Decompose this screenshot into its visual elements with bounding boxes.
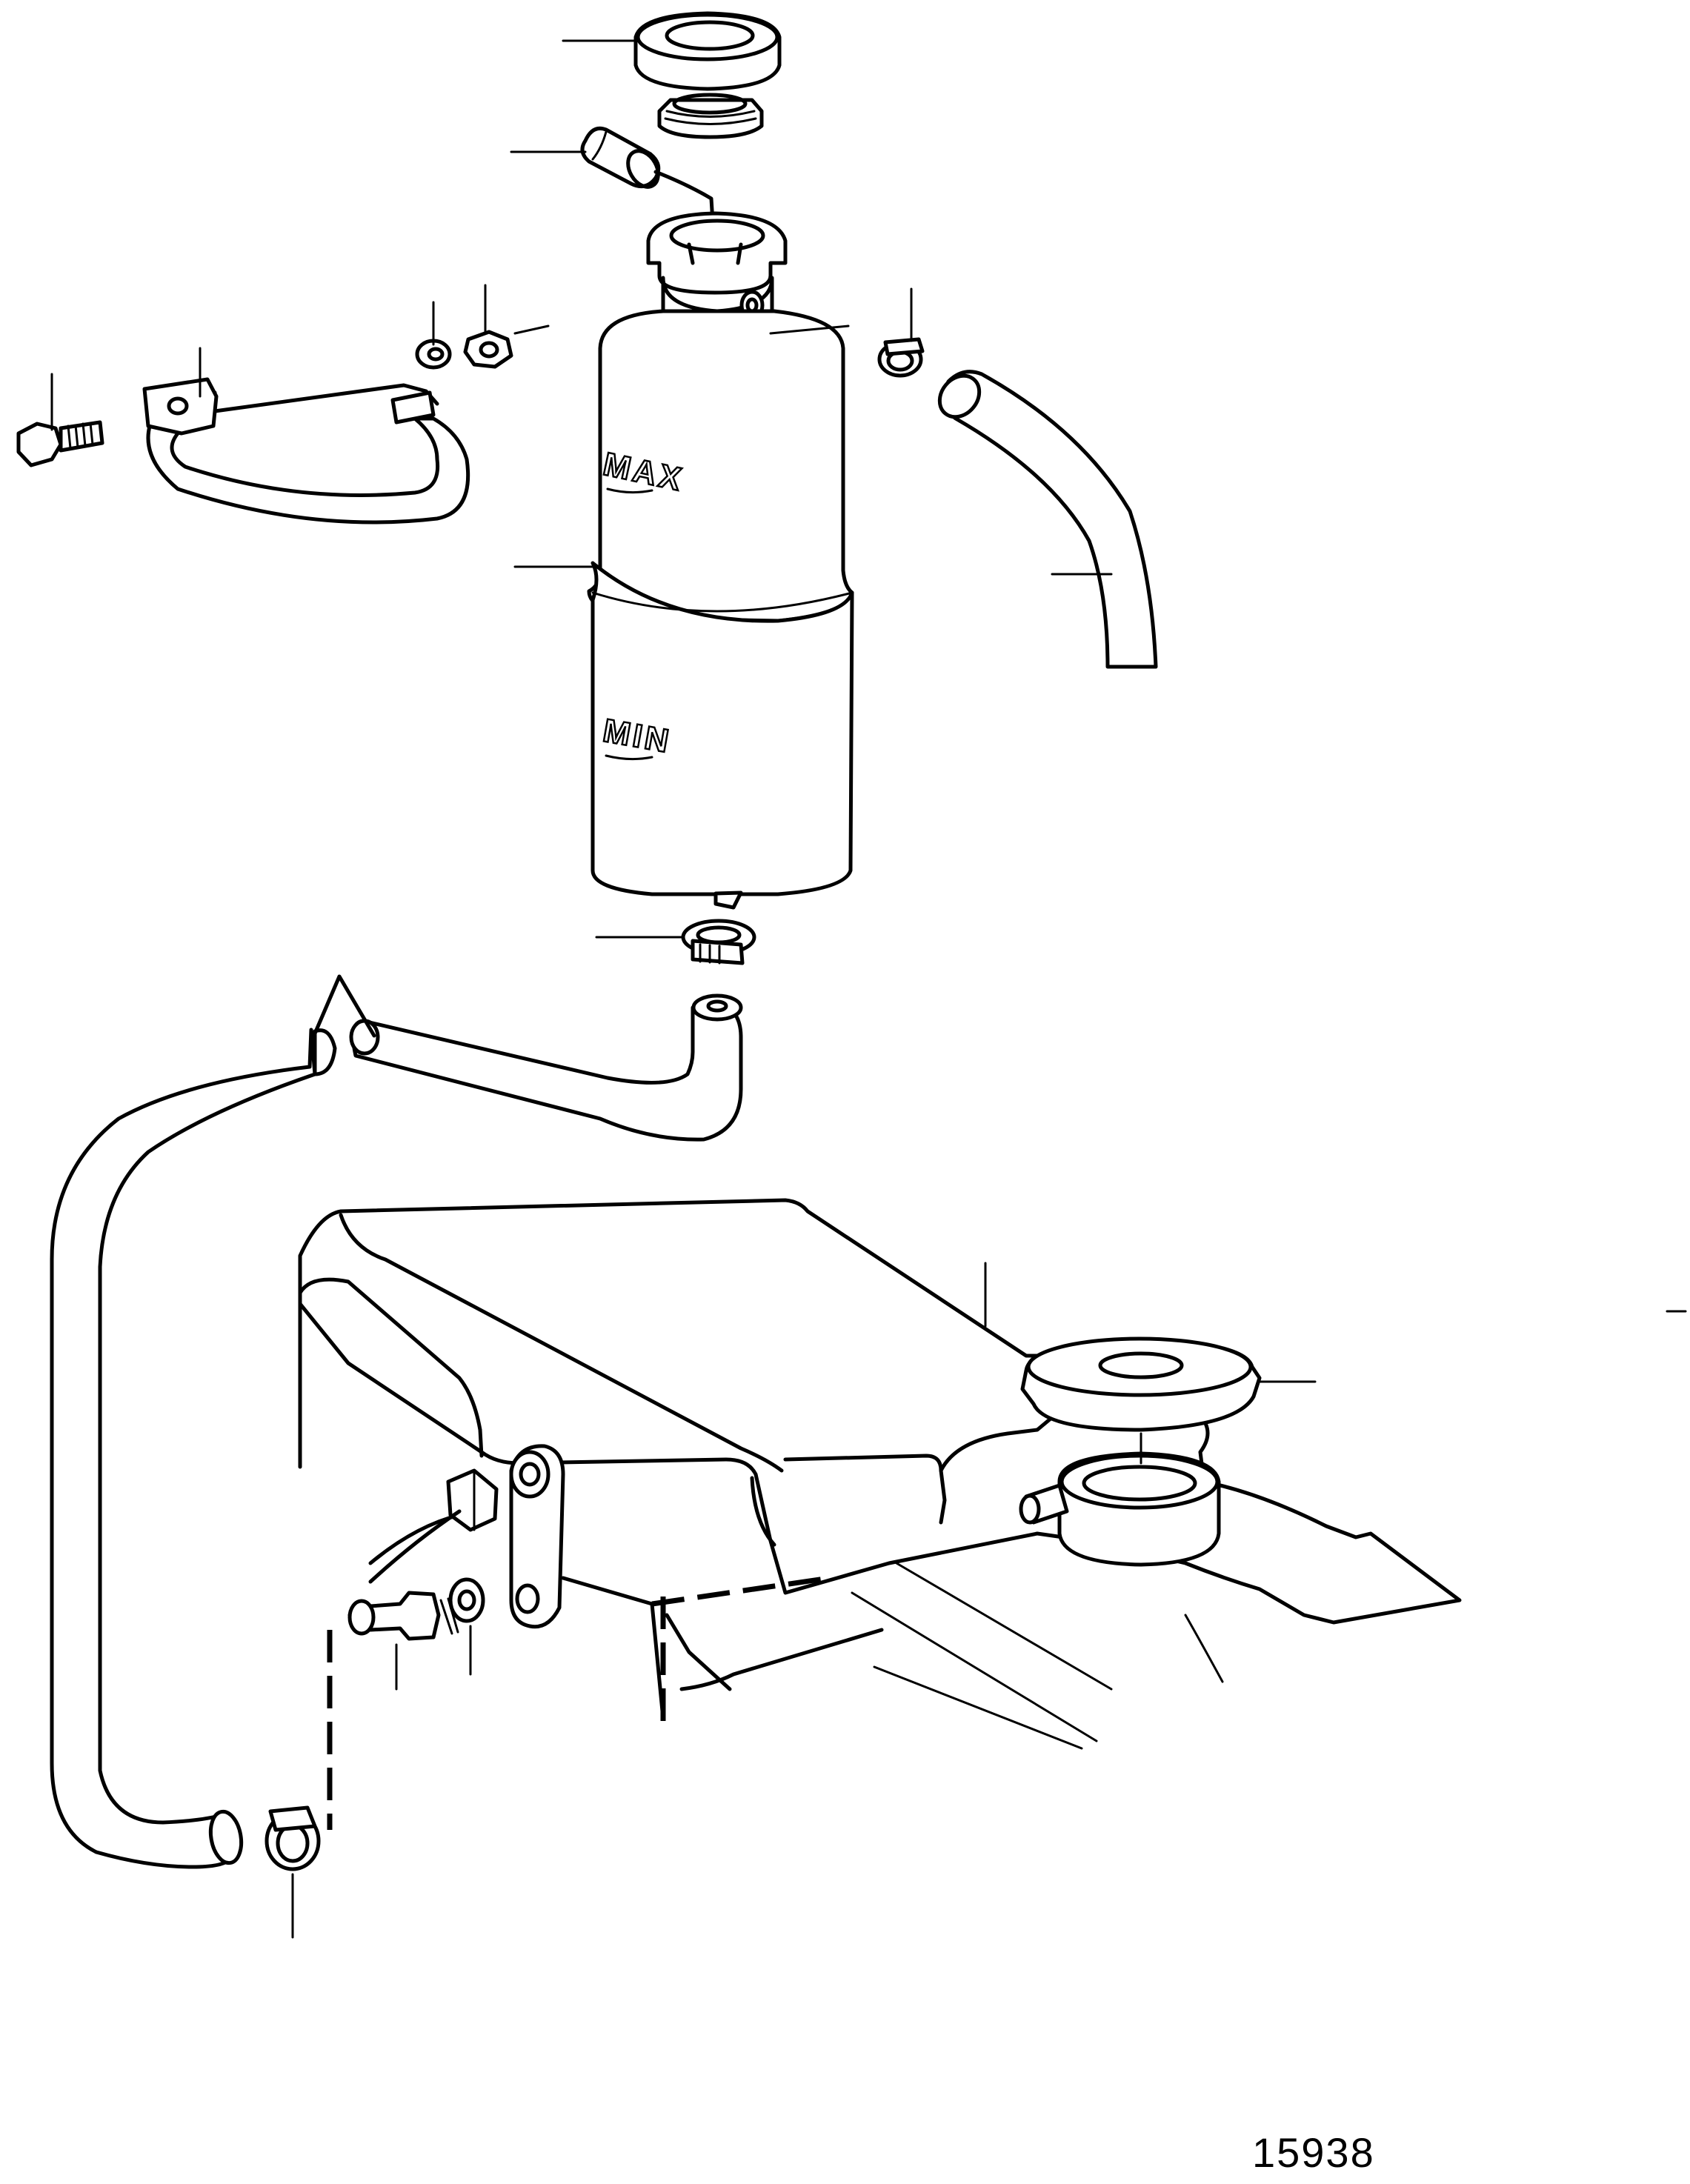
- drain-cock: [347, 1591, 459, 1641]
- hex-bolt: [16, 420, 104, 467]
- radiator-filler-neck: [1057, 1432, 1221, 1567]
- drain-nut: [446, 1468, 499, 1532]
- radiator-pressure-cap: [1020, 1336, 1262, 1432]
- expansion-tank-cap: [633, 11, 782, 139]
- drain-bracket: [509, 1444, 565, 1629]
- hex-nut: [463, 330, 513, 369]
- drain-hose-line: [368, 1509, 462, 1584]
- hose-clamp-upper: [877, 337, 925, 378]
- figure-number: 15938: [1252, 2129, 1375, 2176]
- hose-clamp-lower: [681, 919, 756, 965]
- overflow-hose: [937, 370, 1158, 669]
- drain-washer: [448, 1577, 485, 1623]
- hose-routing-dashed: [327, 1575, 831, 1830]
- long-return-hose: [50, 1028, 337, 1869]
- level-sensor-connector: [580, 126, 715, 224]
- leader-lines: [50, 39, 1687, 1939]
- callout-a: A: [313, 974, 376, 1038]
- vent-nipple: [1019, 1483, 1069, 1525]
- connecting-hose: [349, 993, 743, 1142]
- expansion-tank: MAX MIN: [587, 211, 854, 910]
- tank-mounting-strap: [142, 377, 470, 525]
- hose-clamp-bottom: [265, 1805, 321, 1871]
